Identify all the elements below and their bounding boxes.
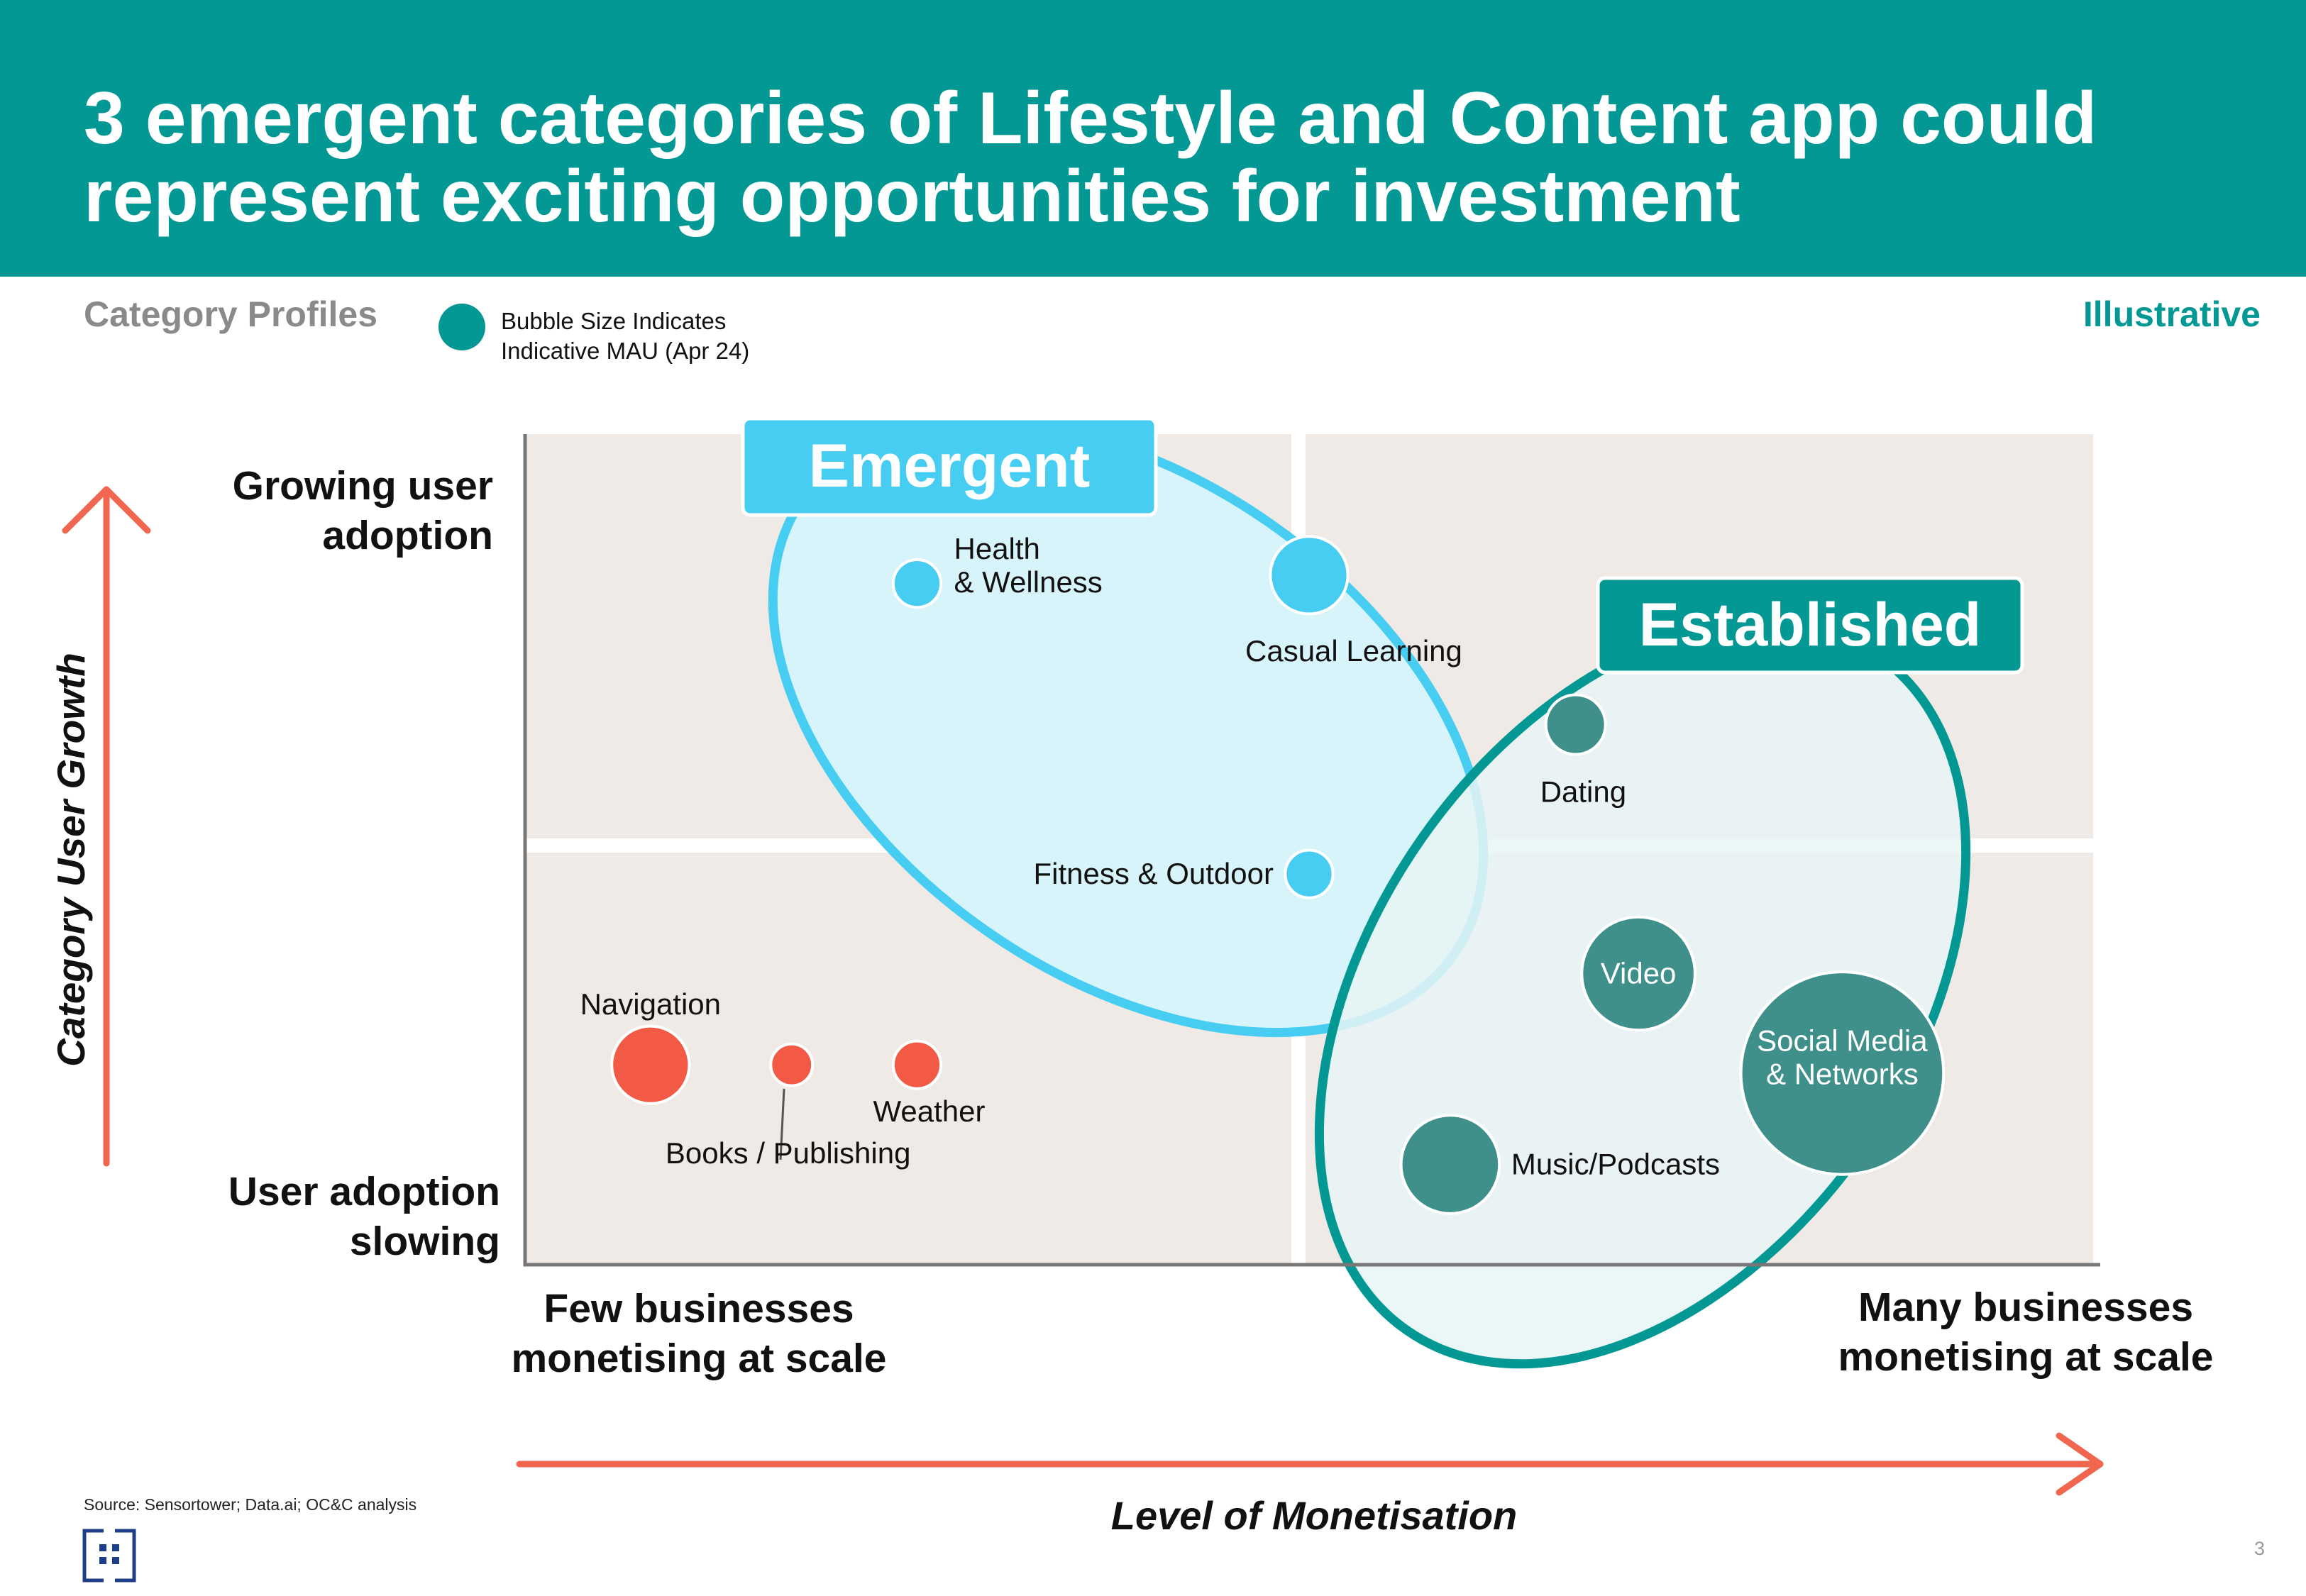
bubble-label: Music/Podcasts bbox=[1511, 1148, 1720, 1181]
x-low-label-line-2: monetising at scale bbox=[511, 1336, 887, 1381]
section-subtitle: Category Profiles bbox=[84, 294, 378, 334]
bubble-label: Dating bbox=[1540, 775, 1626, 809]
bubble-video bbox=[1580, 915, 1697, 1032]
source-note: Source: Sensortower; Data.ai; OC&C analy… bbox=[84, 1495, 417, 1514]
page-number: 3 bbox=[2253, 1538, 2265, 1559]
y-high-label-line-2: adoption bbox=[322, 513, 493, 558]
bubble-label: Casual Learning bbox=[1245, 634, 1462, 667]
bubble-casual-learning bbox=[1269, 535, 1350, 616]
company-logo-icon bbox=[82, 1529, 136, 1583]
bubble-label: Books / Publishing bbox=[666, 1136, 911, 1170]
legend-line-2: Indicative MAU (Apr 24) bbox=[501, 338, 750, 364]
x-high-label-line-1: Many businesses bbox=[1858, 1285, 2194, 1330]
bubble-label: Fitness & Outdoor bbox=[1034, 857, 1274, 890]
x-high-label-line-2: monetising at scale bbox=[1838, 1334, 2214, 1380]
y-axis-arrow bbox=[62, 486, 151, 1167]
page-title-line-1: 3 emergent categories of Lifestyle and C… bbox=[84, 77, 2097, 160]
y-low-label-line-2: slowing bbox=[349, 1219, 500, 1264]
bubble-label: Video bbox=[1601, 957, 1677, 990]
bubble-fitness-outdoor bbox=[1284, 848, 1335, 899]
bubble-label: Social Media& Networks bbox=[1757, 1024, 1928, 1090]
x-low-label-line-1: Few businesses bbox=[544, 1286, 854, 1331]
page-title-line-2: represent exciting opportunities for inv… bbox=[84, 155, 1740, 238]
bubble-health-wellness bbox=[891, 558, 943, 609]
bubble-label: Navigation bbox=[580, 987, 721, 1021]
x-axis-arrow bbox=[516, 1432, 2104, 1496]
illustrative-badge: Illustrative bbox=[2082, 294, 2261, 334]
x-low-label: Few businesses monetising at scale bbox=[468, 1284, 929, 1383]
x-high-label: Many businesses monetising at scale bbox=[1795, 1282, 2256, 1382]
bubble-size-legend: Bubble Size Indicates Indicative MAU (Ap… bbox=[501, 306, 749, 366]
emergent-group-label: Emergent bbox=[741, 416, 1158, 517]
page-title: 3 emergent categories of Lifestyle and C… bbox=[84, 79, 2212, 235]
y-high-label-line-1: Growing user bbox=[232, 463, 493, 509]
bubble-label: Health& Wellness bbox=[954, 532, 1103, 599]
bubble-weather bbox=[891, 1039, 943, 1090]
bubble-social-media-networks bbox=[1739, 970, 1946, 1176]
bubble-label: Weather bbox=[873, 1095, 986, 1128]
y-low-label-line-1: User adoption bbox=[228, 1169, 500, 1214]
y-axis-title: Category User Growth bbox=[49, 653, 93, 1067]
emergent-label-text: Emergent bbox=[809, 432, 1091, 500]
legend-line-1: Bubble Size Indicates bbox=[501, 308, 727, 334]
legend-bubble-icon bbox=[438, 304, 485, 350]
books-leader-line bbox=[779, 1088, 785, 1160]
bubble-navigation bbox=[610, 1024, 691, 1105]
y-low-label: User adoption slowing bbox=[163, 1167, 500, 1266]
established-label-text: Established bbox=[1639, 591, 1982, 659]
y-high-label: Growing user adoption bbox=[163, 461, 493, 560]
title-banner bbox=[0, 0, 2306, 277]
established-group-label: Established bbox=[1596, 576, 2024, 675]
bubble-music-podcasts bbox=[1399, 1114, 1501, 1215]
bubble-dating bbox=[1544, 693, 1607, 756]
bubble-books-publishing bbox=[769, 1042, 815, 1087]
x-axis-title: Level of Monetisation bbox=[1110, 1493, 1518, 1538]
